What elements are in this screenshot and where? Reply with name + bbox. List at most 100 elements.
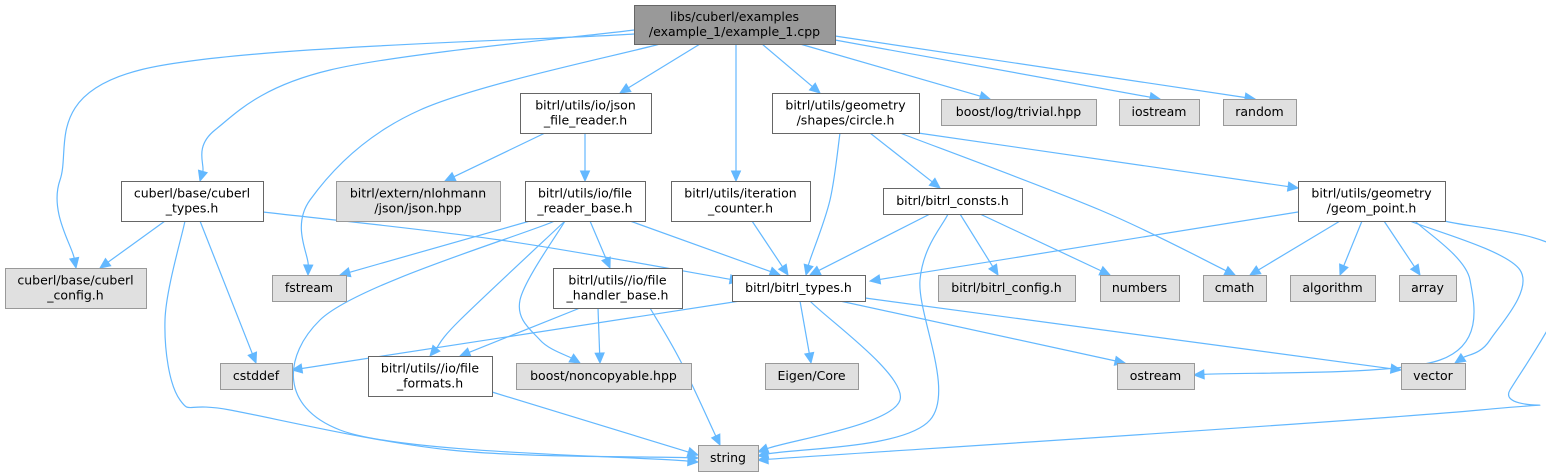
edge-line: [199, 220, 253, 354]
node-circle[interactable]: bitrl/utils/geometry/shapes/circle.h: [772, 93, 920, 134]
node-cuberl-types[interactable]: cuberl/base/cuberl_types.h: [121, 181, 264, 222]
node-label: ostream: [1130, 368, 1181, 383]
edge-file_reader_base-to-file_handler_base: [589, 220, 611, 270]
arrowhead-icon: [803, 263, 814, 277]
node-box[interactable]: [634, 5, 836, 45]
node-vector: vector: [1401, 363, 1466, 390]
arrowhead-icon: [768, 266, 782, 277]
arrowhead-icon: [687, 455, 700, 467]
edge-bitrl_consts-to-bitrl_types: [808, 213, 931, 276]
arrowhead-icon: [1339, 263, 1349, 277]
arrowhead-icon: [99, 257, 112, 269]
node-box[interactable]: [121, 181, 264, 222]
node-label: /example_1/example_1.cpp: [649, 24, 820, 39]
node-file-reader-base[interactable]: bitrl/utils/io/file_reader_base.h: [525, 181, 646, 222]
node-box[interactable]: [671, 181, 811, 222]
node-box: [765, 363, 859, 390]
node-root[interactable]: libs/cuberl/examples/example_1/example_1…: [634, 5, 836, 45]
node-label: bitrl/utils/geometry: [785, 98, 906, 113]
arrowhead-icon: [987, 263, 999, 277]
node-label: bitrl/utils//io/file: [568, 273, 667, 288]
node-box[interactable]: [772, 93, 920, 134]
arrowhead-icon: [1098, 265, 1112, 276]
node-eigen-core: Eigen/Core: [765, 363, 859, 390]
node-label: _config.h: [46, 288, 103, 303]
arrowhead-icon: [777, 263, 789, 277]
node-label: vector: [1413, 368, 1454, 383]
node-box: [1223, 99, 1297, 126]
edge-file_reader_base-to-fstream: [338, 220, 531, 278]
edge-line: [767, 213, 949, 455]
node-random: random: [1223, 99, 1297, 126]
node-label: boost/noncopyable.hpp: [530, 368, 677, 383]
node-bitrl-config: bitrl/bitrl_config.h: [938, 275, 1076, 302]
node-label: cmath: [1215, 280, 1255, 295]
node-box[interactable]: [732, 275, 866, 302]
node-label: algorithm: [1302, 280, 1362, 295]
node-box[interactable]: [883, 188, 1023, 215]
arrowhead-icon: [618, 83, 632, 94]
node-box: [336, 181, 501, 222]
node-bitrl-consts[interactable]: bitrl/bitrl_consts.h: [883, 188, 1023, 215]
node-box[interactable]: [525, 181, 646, 222]
node-label: /json/json.hpp: [374, 201, 461, 216]
edge-bitrl_types-to-cstddef: [290, 300, 741, 374]
node-label: /geom_point.h: [1327, 201, 1417, 216]
node-algorithm: algorithm: [1290, 275, 1376, 302]
node-label: bitrl/utils/iteration: [684, 186, 796, 201]
arrowhead-icon: [1192, 369, 1205, 380]
node-label: random: [1235, 104, 1283, 119]
edge-bitrl_types-to-eigen_core: [799, 300, 815, 365]
arrowhead-icon: [68, 256, 80, 270]
edge-circle-to-bitrl_types: [803, 132, 841, 277]
arrowhead-icon: [730, 170, 742, 183]
arrowhead-icon: [756, 443, 770, 454]
node-box[interactable]: [1298, 181, 1446, 222]
node-label: bitrl/bitrl_consts.h: [896, 193, 1009, 208]
node-box: [938, 275, 1076, 302]
node-label: libs/cuberl/examples: [670, 9, 799, 24]
node-label: _formats.h: [396, 376, 463, 391]
edge-line: [453, 132, 546, 178]
node-box: [272, 275, 347, 302]
arrowhead-icon: [197, 169, 209, 183]
node-box: [516, 363, 692, 390]
node-nlohmann-json: bitrl/extern/nlohmann/json/json.hpp: [336, 181, 501, 222]
node-iostream: iostream: [1119, 99, 1200, 126]
edge-root-to-fstream: [300, 43, 661, 277]
edge-geom_point-to-ostream: [1192, 220, 1475, 380]
edge-bitrl_consts-to-bitrl_config: [959, 213, 999, 277]
edge-line: [107, 220, 166, 263]
node-array: array: [1399, 275, 1457, 302]
node-iteration-counter[interactable]: bitrl/utils/iteration_counter.h: [671, 181, 811, 222]
arrowhead-icon: [458, 347, 472, 357]
arrowhead-icon: [443, 171, 457, 182]
node-file-handler-base[interactable]: bitrl/utils//io/file_handler_base.h: [553, 268, 683, 309]
node-box[interactable]: [553, 268, 683, 309]
edge-circle-to-cmath: [899, 132, 1237, 276]
node-json-file-reader[interactable]: bitrl/utils/io/json_file_reader.h: [520, 93, 652, 134]
node-label: boost/log/trivial.hpp: [956, 104, 1081, 119]
node-label: _types.h: [165, 201, 219, 216]
node-string: string: [698, 445, 759, 472]
edge-line: [834, 35, 1246, 99]
node-box[interactable]: [368, 356, 493, 397]
node-file-formats[interactable]: bitrl/utils//io/file_formats.h: [368, 356, 493, 397]
edge-line: [767, 220, 1546, 460]
edge-line: [628, 43, 701, 89]
arrowhead-icon: [1223, 265, 1237, 276]
node-geom-point[interactable]: bitrl/utils/geometry/geom_point.h: [1298, 181, 1446, 222]
edge-circle-to-geom_point: [917, 132, 1300, 192]
arrowhead-icon: [579, 170, 591, 183]
edge-root-to-iteration_counter: [730, 44, 742, 183]
arrowhead-icon: [601, 256, 611, 270]
edge-line: [1383, 220, 1415, 268]
edge-line: [1409, 220, 1524, 359]
edge-file_reader_base-to-string: [292, 220, 700, 467]
node-cuberl-config: cuberl/base/cuberl_config.h: [5, 268, 147, 309]
node-bitrl-types[interactable]: bitrl/bitrl_types.h: [732, 275, 866, 302]
arrowhead-icon: [1286, 181, 1300, 192]
node-box[interactable]: [520, 93, 652, 134]
node-label: array: [1411, 280, 1444, 295]
